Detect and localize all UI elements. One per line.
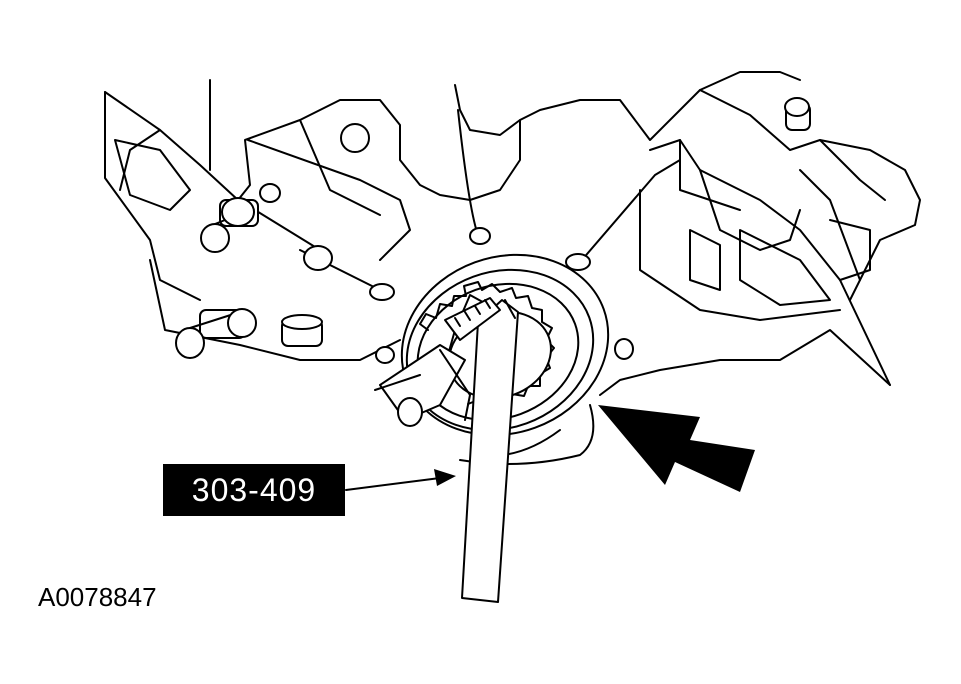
tool-number-label: 303-409 bbox=[163, 464, 345, 516]
reluctor-teeth bbox=[419, 281, 555, 405]
sensor-bracket bbox=[614, 89, 921, 386]
figure-id: A0078847 bbox=[38, 582, 157, 612]
seal-remover-tool bbox=[374, 294, 519, 603]
direction-arrow bbox=[598, 405, 755, 492]
engine-cover-outline bbox=[104, 71, 891, 465]
callout-leader bbox=[345, 469, 456, 491]
mounting-studs bbox=[175, 123, 395, 364]
